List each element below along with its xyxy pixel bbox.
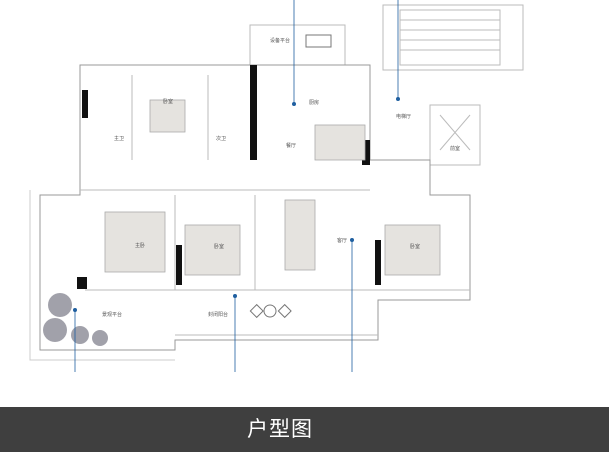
label-bedroom-mid: 卧室 — [214, 243, 224, 250]
stairwell — [382, 4, 524, 71]
caption-title: 户型图 — [247, 417, 313, 441]
label-bedroom-right: 卧室 — [410, 243, 420, 250]
label-master-bedroom: 主卧 — [135, 242, 145, 249]
label-enclosed-balcony: 封闭阳台 — [208, 311, 228, 318]
label-landscape-platform: 景观平台 — [102, 311, 122, 318]
label-bath-left: 主卫 — [114, 135, 124, 142]
label-bath-right: 次卫 — [216, 135, 226, 142]
label-kitchen: 厨房 — [309, 99, 319, 106]
floor-plan: 设备平台 厨房 餐厅 卧室 主卫 次卫 主卧 卧室 客厅 卧室 景观平台 封闭阳… — [29, 0, 524, 372]
label-front-room: 前室 — [450, 145, 460, 152]
label-dining: 餐厅 — [286, 142, 296, 149]
elevator — [429, 104, 481, 166]
label-elevator-hall: 电梯厅 — [396, 113, 411, 120]
caption-bar: 户型图 — [0, 407, 609, 452]
label-living: 客厅 — [337, 237, 347, 244]
label-bedroom-top: 卧室 — [163, 98, 173, 105]
label-equipment-platform: 设备平台 — [270, 37, 290, 44]
